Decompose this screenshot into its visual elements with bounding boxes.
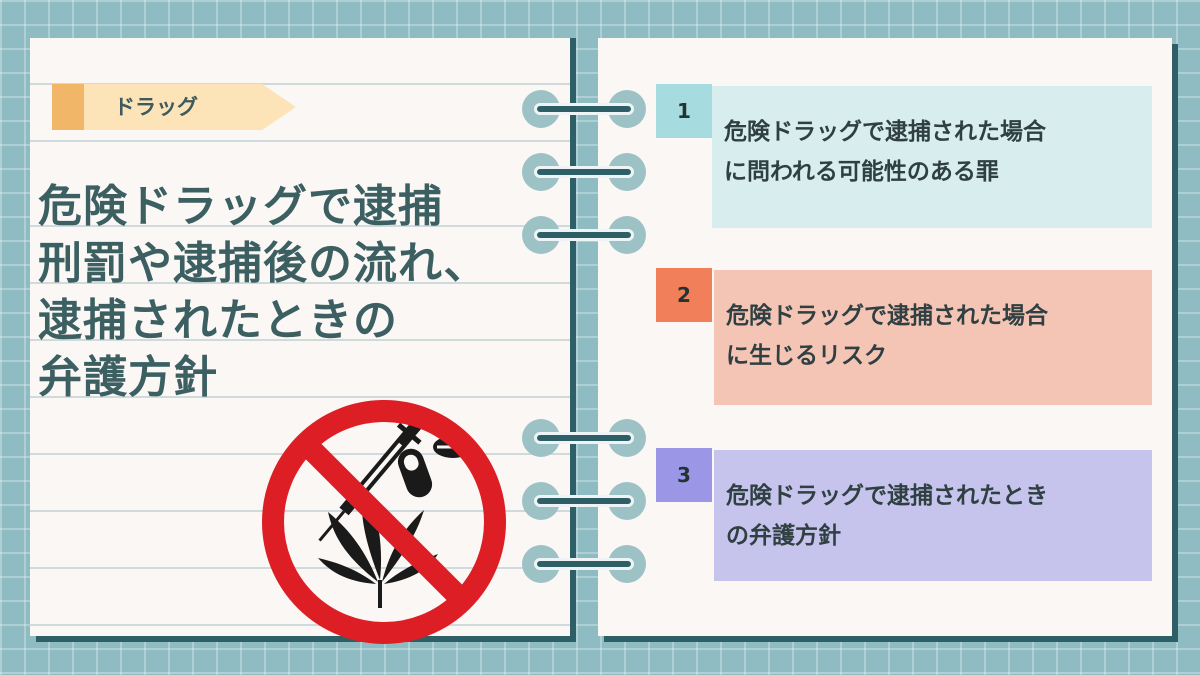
toc-item-1-box[interactable]: 危険ドラッグで逮捕された場合 に問われる可能性のある罪: [712, 86, 1152, 228]
tag-arrow: [262, 84, 296, 130]
toc-item-1-line-2: に問われる可能性のある罪: [724, 159, 999, 185]
toc-item-1-number: 1: [656, 84, 712, 138]
notebook-ring-5: [522, 479, 646, 523]
notebook-ring-6: [522, 542, 646, 586]
toc-item-2-box[interactable]: 危険ドラッグで逮捕された場合 に生じるリスク: [714, 270, 1152, 405]
title-line-2: 刑罰や逮捕後の流れ、: [38, 238, 489, 289]
toc-item-2-line-1: 危険ドラッグで逮捕された場合: [726, 303, 1048, 329]
notebook-ring-2: [522, 150, 646, 194]
title-line-3: 逮捕されたときの: [38, 295, 398, 346]
tag-label: ドラッグ: [114, 95, 198, 119]
tag-body: [52, 84, 262, 130]
notebook-ring-1: [522, 87, 646, 131]
page-title: 危険ドラッグで逮捕 刑罰や逮捕後の流れ、 逮捕されたときの 弁護方針: [38, 178, 558, 406]
toc-item-3-box[interactable]: 危険ドラッグで逮捕されたとき の弁護方針: [714, 450, 1152, 581]
category-tag: ドラッグ: [52, 84, 296, 130]
toc-item-3-line-2: の弁護方針: [726, 523, 841, 549]
toc-item-2-line-2: に生じるリスク: [726, 343, 887, 369]
title-line-4: 弁護方針: [38, 352, 218, 403]
no-drugs-icon: [262, 400, 506, 644]
toc-item-3-number: 3: [656, 448, 712, 502]
toc-item-1-line-1: 危険ドラッグで逮捕された場合: [724, 119, 1046, 145]
notebook-ring-3: [522, 213, 646, 257]
tag-stripe: [52, 84, 84, 130]
notebook-spine: [570, 38, 576, 642]
notebook-left-page: [30, 38, 570, 636]
notebook-ring-4: [522, 416, 646, 460]
title-line-1: 危険ドラッグで逮捕: [38, 181, 443, 232]
toc-item-3-line-1: 危険ドラッグで逮捕されたとき: [726, 483, 1048, 509]
toc-item-2-number: 2: [656, 268, 712, 322]
